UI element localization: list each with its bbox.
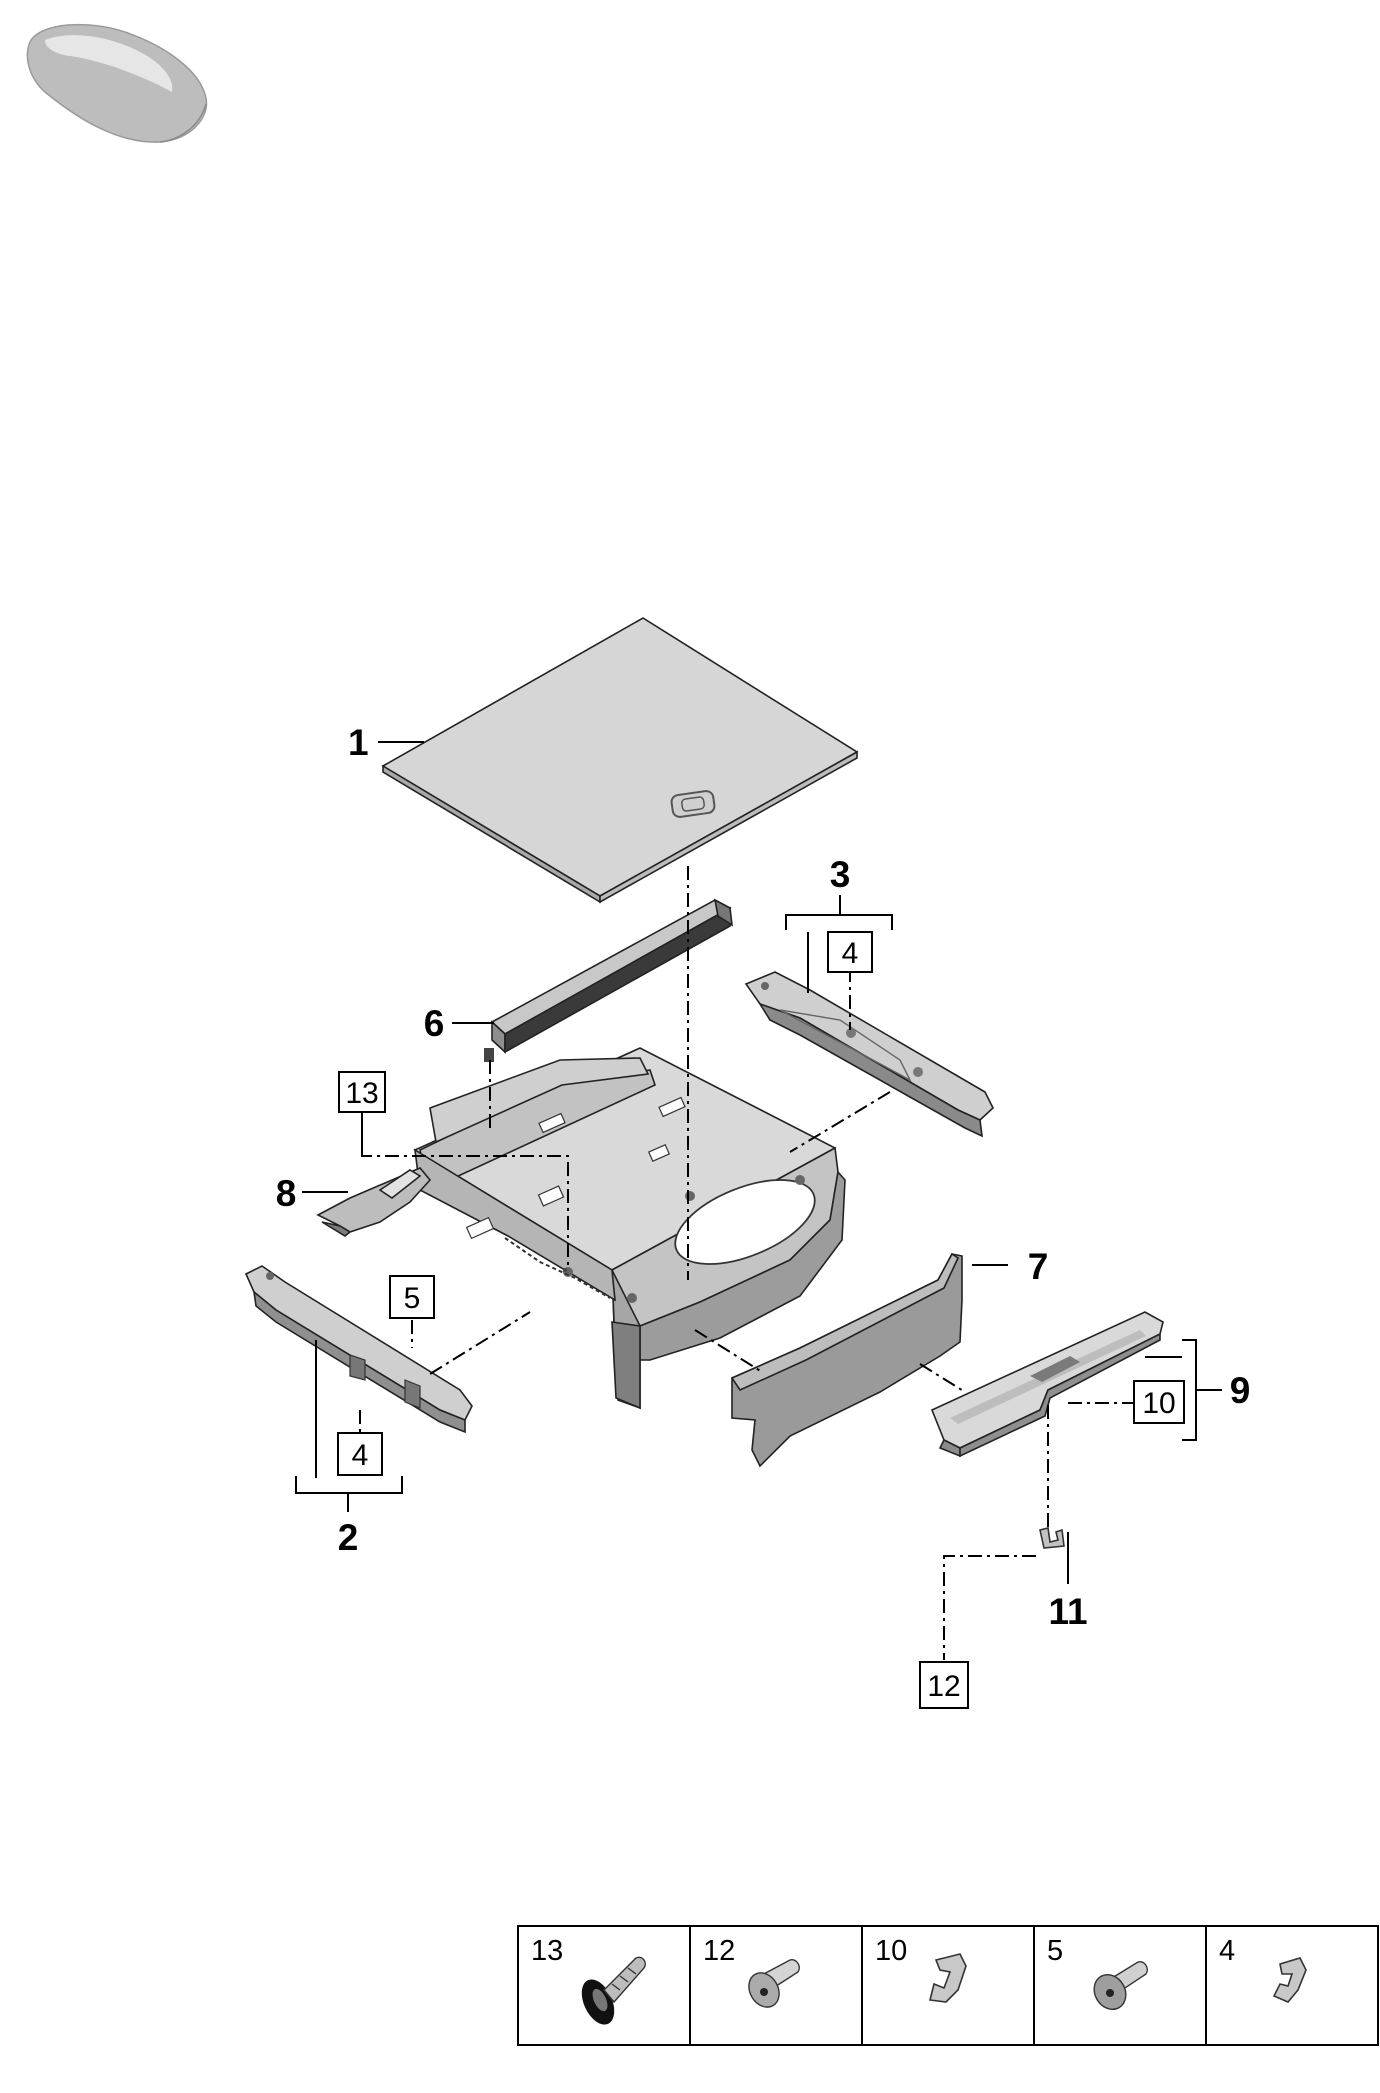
part-1-floor-cover xyxy=(381,617,859,904)
svg-text:13: 13 xyxy=(345,1077,378,1110)
legend-label-12: 12 xyxy=(703,1935,735,1967)
legend-label-4: 4 xyxy=(1219,1935,1235,1967)
part-2-cross-member xyxy=(244,1265,473,1434)
floor-tray xyxy=(413,1047,846,1410)
clip-icon xyxy=(1272,1957,1307,2003)
fastener-legend: 13 12 10 5 xyxy=(517,1925,1379,2046)
legend-label-13: 13 xyxy=(531,1935,563,1967)
callout-9: 9 xyxy=(1230,1370,1251,1411)
part-7-rear-panel xyxy=(730,1252,963,1468)
legend-cell-12: 12 xyxy=(703,1935,800,2008)
callout-6: 6 xyxy=(424,1003,445,1044)
car-thumbnail xyxy=(0,0,222,158)
part-11-clip xyxy=(1039,1527,1065,1549)
callout-11: 11 xyxy=(1048,1591,1087,1632)
part-8-left-bracket xyxy=(316,1167,432,1237)
boxed-callout-10: 10 xyxy=(1133,1380,1185,1424)
legend-label-5: 5 xyxy=(1047,1935,1063,1967)
legend-label-10: 10 xyxy=(875,1935,907,1967)
callout-7: 7 xyxy=(1028,1246,1049,1287)
leader-lines xyxy=(295,741,1222,1584)
svg-text:4: 4 xyxy=(352,1439,369,1472)
part-3-side-member xyxy=(744,971,994,1138)
callout-8: 8 xyxy=(276,1173,297,1214)
boxed-callout-4-upper: 4 xyxy=(827,931,873,973)
boxed-callout-4-lower: 4 xyxy=(337,1432,383,1476)
callout-2: 2 xyxy=(338,1517,359,1558)
svg-text:5: 5 xyxy=(404,1282,421,1315)
part-6-rail xyxy=(484,898,733,1062)
legend-cell-4: 4 xyxy=(1219,1935,1307,2003)
legend-cell-10: 10 xyxy=(875,1935,967,2003)
legend-cell-13: 13 xyxy=(531,1935,646,2025)
alignment-lines xyxy=(359,866,1140,1660)
legend-cell-5: 5 xyxy=(1047,1935,1148,2010)
boxed-callout-13: 13 xyxy=(338,1071,386,1113)
rivet-icon xyxy=(748,1959,800,2008)
svg-text:10: 10 xyxy=(1142,1387,1175,1420)
boxed-callout-12: 12 xyxy=(919,1661,969,1709)
screw-icon xyxy=(1093,1961,1148,2010)
part-9-sill-trim xyxy=(930,1311,1164,1458)
boxed-callout-5: 5 xyxy=(389,1275,435,1319)
clip-icon xyxy=(929,1953,967,2003)
callout-3: 3 xyxy=(830,854,851,895)
svg-text:4: 4 xyxy=(842,937,859,970)
screw-icon xyxy=(581,1956,646,2025)
svg-text:12: 12 xyxy=(927,1670,960,1703)
callout-1: 1 xyxy=(348,722,369,763)
